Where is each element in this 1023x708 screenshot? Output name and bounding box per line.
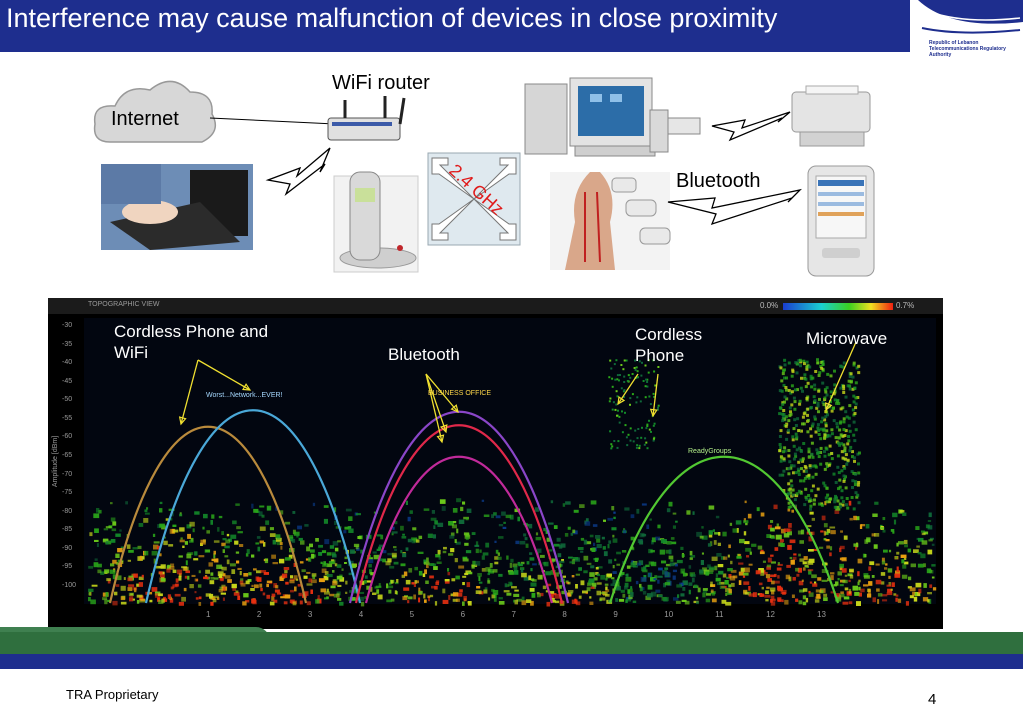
network-arc (364, 455, 554, 604)
footer-band-green (0, 632, 1023, 654)
y-tick-label: -80 (62, 507, 73, 515)
bluetooth-bolt-icon (711, 111, 791, 142)
x-tick-label: 5 (409, 610, 415, 619)
footer-band-blue (0, 654, 1023, 669)
cordless-phone-icon (333, 171, 419, 273)
arrow-head (825, 402, 833, 412)
x-tick-label: 4 (358, 610, 364, 619)
network-arc (354, 424, 564, 604)
x-tick-label: 10 (664, 610, 674, 619)
annotation-arrow (425, 373, 459, 413)
internet-label: Internet (111, 108, 179, 130)
x-tick-label: 3 (307, 610, 313, 619)
network-arc (108, 425, 308, 604)
x-tick-label: 7 (511, 610, 516, 619)
spectrum-panel: TOPOGRAPHIC VIEW 0.0% 0.7% Amplitude [dB… (48, 298, 943, 629)
y-tick-label: -95 (62, 563, 73, 571)
network-label-3: ReadyGroups (688, 448, 732, 455)
x-tick-label: 2 (256, 610, 262, 619)
medical-body-icon (550, 172, 671, 270)
annotation-arrow (652, 373, 659, 417)
annotation-bluetooth: Bluetooth (388, 345, 460, 364)
bluetooth-bolt-icon-2 (667, 188, 802, 226)
x-tick-label: 1 (206, 610, 211, 619)
frequency-arrows-icon (427, 152, 521, 246)
network-label-1: Worst...Network...EVER! (206, 392, 283, 399)
wifi-router-label: WiFi router (332, 72, 430, 94)
wifi-router-icon (327, 96, 406, 141)
annotation-arrow (425, 373, 443, 443)
footer-text: TRA Proprietary (66, 687, 159, 702)
y-tick-label: -75 (62, 489, 73, 497)
annotation-arrow (425, 373, 447, 433)
annotation-cordless: Cordless Phone (635, 325, 703, 365)
x-tick-label: 12 (766, 610, 775, 619)
logo-text: Republic of Lebanon Telecommunications R… (929, 40, 1006, 58)
handheld-monitor-icon (807, 165, 875, 277)
arrow-head (436, 434, 445, 444)
y-axis-label: Amplitude [dBm] (52, 435, 60, 488)
scale-min: 0.0% (760, 301, 779, 310)
internet-cloud-icon (93, 80, 217, 143)
arrow-head (439, 424, 448, 434)
arrow-head (617, 396, 626, 406)
logo (910, 0, 1023, 70)
arrow-head (649, 408, 658, 418)
y-tick-label: -90 (62, 544, 73, 552)
network-arc (144, 409, 362, 604)
x-tick-label: 13 (817, 610, 826, 619)
y-tick-label: -65 (62, 452, 73, 459)
annotation-arrow (197, 359, 251, 391)
y-tick-label: -100 (62, 582, 77, 589)
y-tick-label: -85 (62, 526, 73, 534)
y-tick-label: -60 (62, 433, 73, 441)
y-tick-label: -35 (62, 340, 73, 348)
y-tick-label: -40 (62, 359, 73, 367)
bluetooth-device-label: Bluetooth (676, 170, 761, 192)
y-tick-label: -70 (62, 470, 73, 478)
x-tick-label: 8 (562, 610, 567, 619)
arrow-head (178, 416, 187, 426)
network-curves (108, 409, 840, 604)
annotation-microwave: Microwave (806, 329, 888, 348)
spectrum-graph (48, 298, 943, 607)
y-tick-label: -45 (62, 377, 73, 385)
network-label-2: BUSINESS OFFICE (428, 390, 492, 397)
x-tick-label: 11 (715, 610, 724, 619)
spectrum-view-title: TOPOGRAPHIC VIEW (88, 301, 160, 308)
printer-icon (791, 85, 871, 147)
y-tick-label: -30 (62, 322, 73, 329)
arrow-head (242, 383, 252, 391)
slide-title: Interference may cause malfunction of de… (6, 3, 778, 33)
network-arc (608, 455, 840, 604)
scale-max: 0.7% (896, 301, 915, 310)
title-bar (0, 0, 1023, 52)
device-diagram: 2.4 GHz (93, 77, 875, 277)
desktop-computer-icon (524, 77, 701, 157)
connection-line (209, 117, 336, 125)
page-number: 4 (928, 691, 937, 708)
y-tick-label: -50 (62, 396, 73, 404)
annotation-arrow (825, 341, 857, 411)
y-tick-label: -55 (62, 414, 73, 422)
x-tick-label: 6 (460, 610, 466, 619)
tra-logo-icon (918, 0, 1023, 34)
spectrum-noise (88, 358, 937, 607)
x-tick-label: 9 (613, 610, 618, 619)
network-arc (348, 410, 570, 604)
annotation-arrows (178, 341, 857, 444)
annotation-arrow (180, 359, 199, 425)
laptop-photo-icon (101, 164, 253, 250)
arrow-head (450, 404, 459, 414)
annotation-cordless-wifi: Cordless Phone and WiFi (114, 322, 269, 362)
wireless-bolt-icon (265, 147, 331, 196)
